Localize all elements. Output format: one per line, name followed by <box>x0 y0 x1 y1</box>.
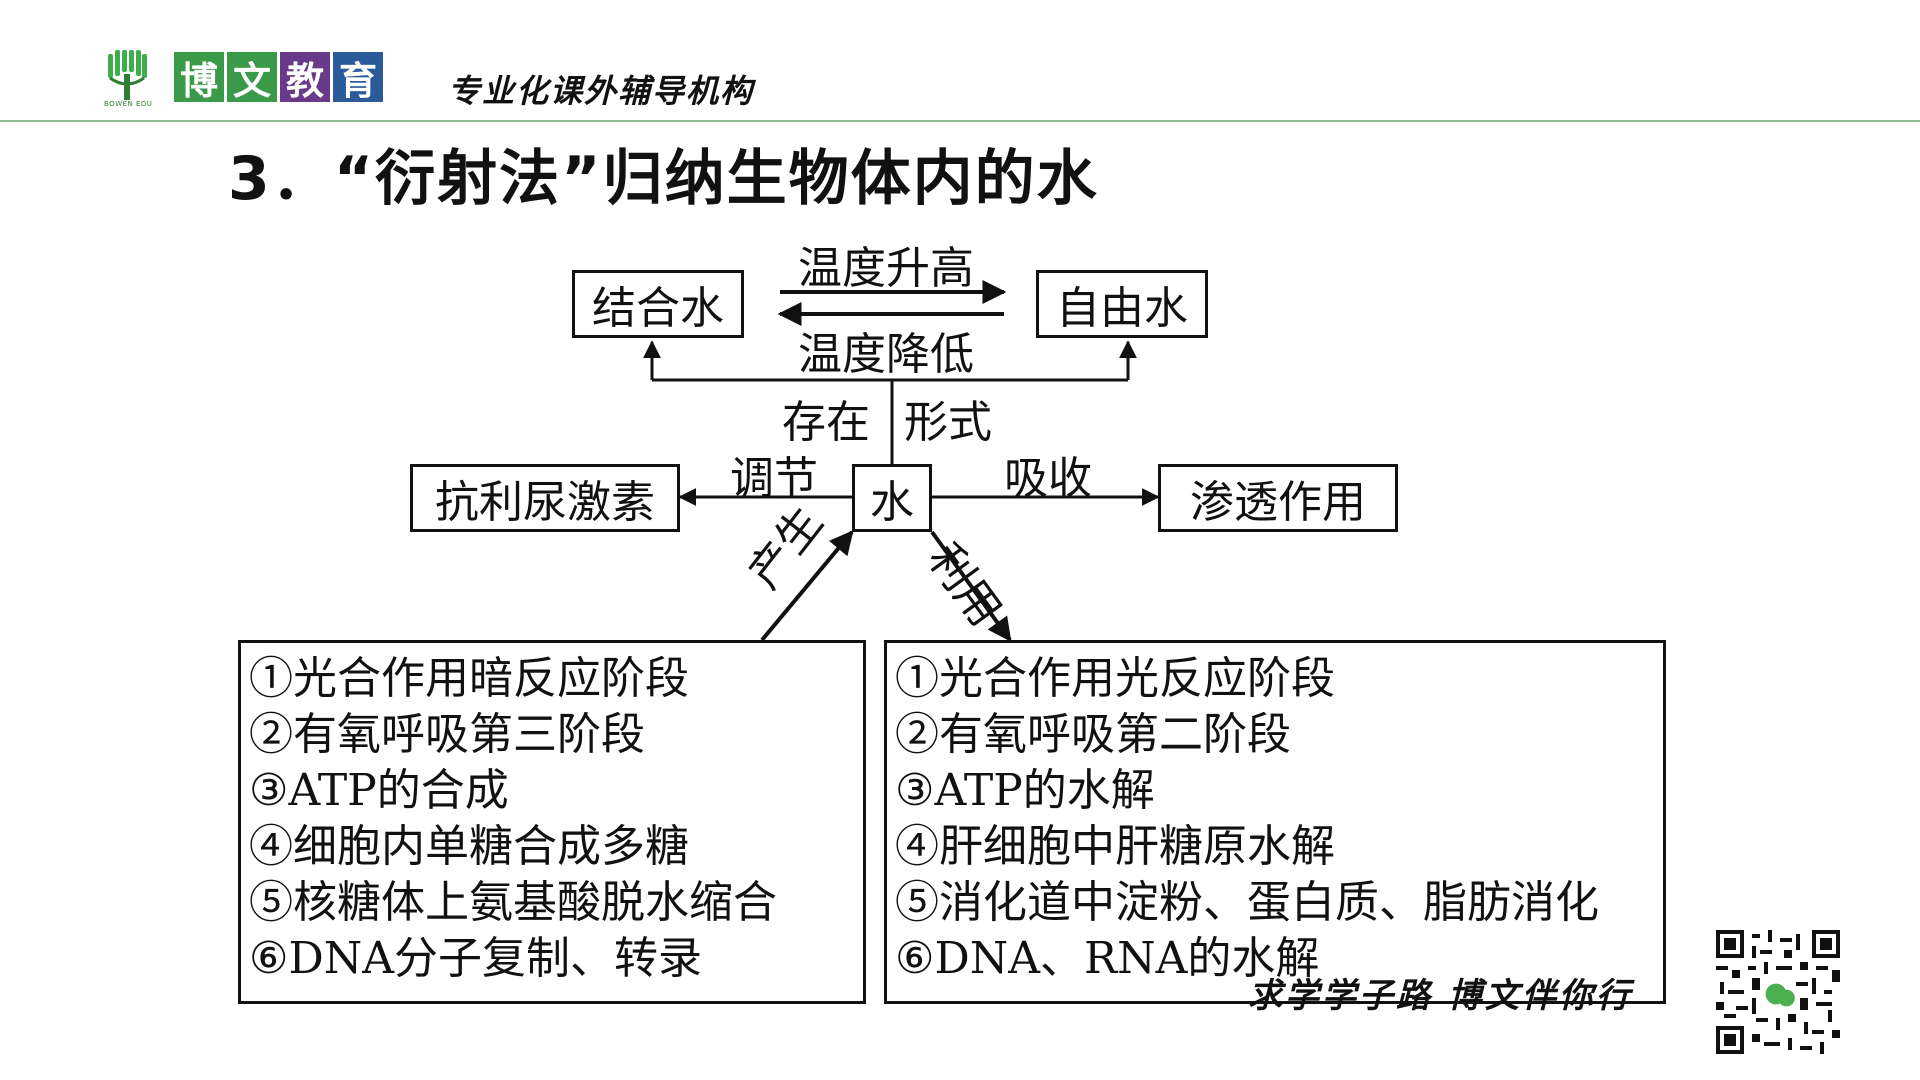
logo-caption: BOWEN EDU <box>104 100 153 108</box>
produce-list: ①光合作用暗反应阶段 ②有氧呼吸第三阶段 ③ATP的合成 ④细胞内单糖合成多糖 … <box>238 640 866 1004</box>
water-center-box: 水 <box>852 464 932 532</box>
temperature-drop-label: 温度降低 <box>798 329 974 380</box>
logo-char: 育 <box>333 52 383 103</box>
list-item: ⑤消化道中淀粉、蛋白质、脂肪消化 <box>895 877 1599 928</box>
list-item: ④细胞内单糖合成多糖 <box>249 821 689 872</box>
free-water-box: 自由水 <box>1036 270 1208 338</box>
header-divider <box>0 120 1920 122</box>
list-item: ③ATP的水解 <box>895 765 1155 816</box>
header-slogan: 专业化课外辅导机构 <box>448 72 755 110</box>
temperature-rise-label: 温度升高 <box>798 243 974 294</box>
list-item: ⑥DNA分子复制、转录 <box>249 933 702 984</box>
regulate-label: 调节 <box>730 453 818 504</box>
existence-label-right: 形式 <box>904 397 992 448</box>
list-item: ③ATP的合成 <box>249 765 509 816</box>
list-item: ⑥DNA、RNA的水解 <box>895 933 1320 984</box>
produce-arrow <box>760 530 854 642</box>
use-arrow <box>930 530 1012 642</box>
page-title: 3．“衍射法”归纳生物体内的水 <box>228 144 1099 214</box>
use-list: ①光合作用光反应阶段 ②有氧呼吸第二阶段 ③ATP的水解 ④肝细胞中肝糖原水解 … <box>884 640 1666 1004</box>
list-item: ①光合作用光反应阶段 <box>895 653 1335 704</box>
existence-label-left: 存在 <box>782 397 870 448</box>
absorb-label: 吸收 <box>1004 453 1092 504</box>
tree-logo-icon <box>108 50 147 100</box>
list-item: ⑤核糖体上氨基酸脱水缩合 <box>249 877 777 928</box>
logo-wordmark: 博 文 教 育 <box>174 52 383 103</box>
bound-water-box: 结合水 <box>572 270 744 338</box>
header: BOWEN EDU 博 文 教 育 专业化课外辅导机构 <box>0 0 1920 122</box>
adh-box: 抗利尿激素 <box>410 464 680 532</box>
wechat-qr-code-icon <box>1716 930 1840 1054</box>
list-item: ②有氧呼吸第二阶段 <box>895 709 1291 760</box>
footer-motto: 求学学子路 博文伴你行 <box>1248 976 1633 1016</box>
logo-char: 文 <box>227 52 277 103</box>
list-item: ④肝细胞中肝糖原水解 <box>895 821 1335 872</box>
logo-char: 博 <box>174 52 224 103</box>
list-item: ①光合作用暗反应阶段 <box>249 653 689 704</box>
logo-char: 教 <box>280 52 330 103</box>
list-item: ②有氧呼吸第三阶段 <box>249 709 645 760</box>
osmosis-box: 渗透作用 <box>1158 464 1398 532</box>
